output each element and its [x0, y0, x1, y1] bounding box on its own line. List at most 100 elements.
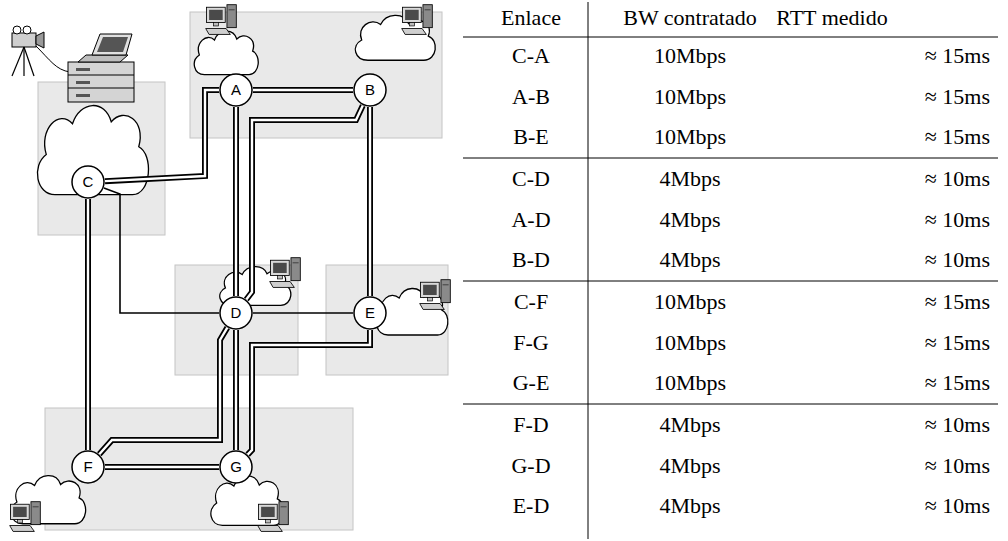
table-cell: 10Mbps — [654, 330, 726, 355]
site-region — [38, 82, 165, 235]
router-outline — [72, 166, 104, 198]
video-camera — [12, 26, 44, 76]
network-link — [88, 199, 89, 450]
link-inner — [87, 199, 89, 450]
router-label: A — [231, 82, 241, 99]
router-outline — [354, 74, 386, 106]
table-cell: A-B — [512, 84, 550, 109]
link-inner — [246, 105, 363, 299]
router-node: D — [219, 296, 253, 330]
table-cell: C-D — [512, 166, 550, 191]
link-line — [233, 107, 239, 296]
table-rule — [463, 37, 998, 38]
computer-icon — [402, 5, 433, 35]
table-rule — [463, 281, 998, 282]
router-outline — [220, 451, 252, 483]
link-line — [253, 87, 353, 93]
router-node: B — [353, 73, 387, 107]
link-inner — [248, 330, 370, 455]
table-cell: ≈ 10ms — [925, 207, 990, 232]
table-cell: ≈ 10ms — [925, 493, 990, 518]
table-cell: ≈ 15ms — [925, 289, 990, 314]
table-cell: G-D — [511, 453, 550, 478]
network-link — [99, 328, 227, 455]
network-link — [253, 90, 353, 91]
network-link — [236, 107, 237, 296]
network-link — [253, 313, 353, 314]
table-cell: 10Mbps — [654, 43, 726, 68]
router-node: E — [353, 296, 387, 330]
table-cell: F-D — [513, 412, 548, 437]
computer-icon — [420, 280, 451, 310]
link-line — [99, 328, 227, 455]
link-line — [233, 330, 239, 450]
table-cell: 10Mbps — [654, 289, 726, 314]
link-inner — [369, 107, 371, 296]
network-link — [370, 107, 371, 296]
table-cell: ≈ 10ms — [925, 412, 990, 437]
table-cell: ≈ 15ms — [925, 124, 990, 149]
table-cell: C-A — [512, 43, 550, 68]
network-link — [104, 188, 219, 313]
table-header: BW contratado — [623, 5, 756, 30]
table-cell: 4Mbps — [659, 412, 720, 437]
table-cell: ≈ 15ms — [925, 43, 990, 68]
camera-cable — [36, 46, 70, 72]
link-inner — [235, 107, 237, 296]
link-line — [367, 107, 373, 296]
table-cell: B-D — [512, 247, 550, 272]
computer-icon — [206, 5, 237, 35]
link-inner — [105, 466, 219, 468]
table-cell: B-E — [513, 124, 548, 149]
router-label: B — [365, 82, 375, 99]
router-node: F — [71, 450, 105, 484]
table-cell: 4Mbps — [659, 207, 720, 232]
link-inner — [99, 328, 227, 455]
table-cell: 10Mbps — [654, 84, 726, 109]
table-cell: ≈ 15ms — [925, 370, 990, 395]
router-label: C — [83, 174, 94, 191]
table-cell: 10Mbps — [654, 124, 726, 149]
table-cell: 4Mbps — [659, 166, 720, 191]
link-inner — [253, 89, 353, 91]
link-line — [246, 105, 363, 299]
link-line — [105, 464, 219, 470]
link-line — [105, 90, 219, 181]
table-rule — [463, 404, 998, 405]
link-line — [248, 330, 370, 455]
router-outline — [220, 297, 252, 329]
router-node: C — [71, 165, 105, 199]
site-region — [326, 265, 448, 375]
network-link — [105, 90, 219, 181]
table-cell: ≈ 10ms — [925, 247, 990, 272]
lan-cloud — [194, 31, 258, 74]
table-cell: 4Mbps — [659, 453, 720, 478]
table-header: RTT medido — [776, 5, 887, 30]
table-rule — [588, 2, 589, 539]
table-cell: ≈ 10ms — [925, 166, 990, 191]
router-outline — [72, 451, 104, 483]
site-region — [45, 408, 353, 530]
table-cell: ≈ 15ms — [925, 330, 990, 355]
link-inner — [235, 330, 237, 450]
router-outline — [220, 74, 252, 106]
link-line — [253, 312, 353, 314]
table-cell: A-D — [511, 207, 550, 232]
table-cell: 4Mbps — [659, 247, 720, 272]
network-link — [105, 467, 219, 468]
table-cell: E-D — [513, 493, 550, 518]
table-rule — [463, 158, 998, 159]
table-cell: 10Mbps — [654, 370, 726, 395]
router-label: F — [83, 459, 92, 476]
computer-icon — [258, 502, 289, 532]
network-link — [248, 330, 370, 455]
link-inner — [105, 90, 219, 181]
table-header: Enlace — [501, 5, 561, 30]
network-link — [246, 105, 363, 299]
video-server — [68, 34, 134, 102]
computer-icon — [10, 502, 41, 532]
